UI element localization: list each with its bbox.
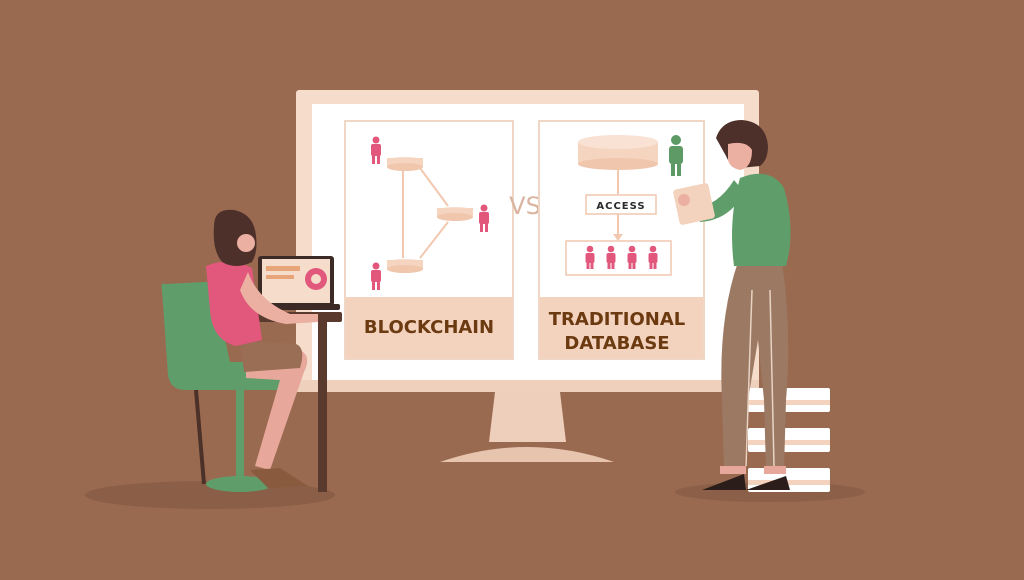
node-connections — [402, 167, 449, 259]
database-icon — [578, 135, 658, 170]
blockchain-node — [387, 157, 423, 171]
blockchain-node — [387, 259, 423, 273]
user-icon — [585, 245, 595, 269]
stacked-boxes — [748, 388, 830, 492]
blockchain-panel: BLOCKCHAIN — [344, 120, 514, 360]
access-label: ACCESS — [596, 201, 645, 212]
user-icon — [479, 204, 489, 232]
arrow-head — [613, 234, 623, 241]
database-label-box — [540, 297, 703, 358]
tablet-icon — [673, 183, 715, 225]
blockchain-label-box — [346, 297, 512, 358]
user-icon — [627, 245, 637, 269]
laptop-icon — [252, 256, 340, 310]
database-panel: TRADITIONAL DATABASE ACCESS — [538, 120, 705, 360]
user-icon — [371, 262, 381, 290]
user-icon — [371, 136, 381, 164]
user-icon — [648, 245, 658, 269]
user-icon — [606, 245, 616, 269]
database-label-line2: DATABASE — [564, 333, 669, 354]
vs-label: VS — [509, 192, 541, 220]
floor-shadow — [85, 481, 335, 509]
admin-user-icon — [669, 135, 683, 176]
monitor-base — [440, 447, 614, 462]
database-label-line1: TRADITIONAL — [549, 309, 685, 330]
monitor-stand — [489, 392, 566, 442]
man-figure — [673, 120, 791, 490]
access-box — [585, 194, 657, 215]
blockchain-label: BLOCKCHAIN — [364, 317, 494, 338]
blockchain-node — [437, 207, 473, 221]
woman-figure — [206, 209, 318, 488]
